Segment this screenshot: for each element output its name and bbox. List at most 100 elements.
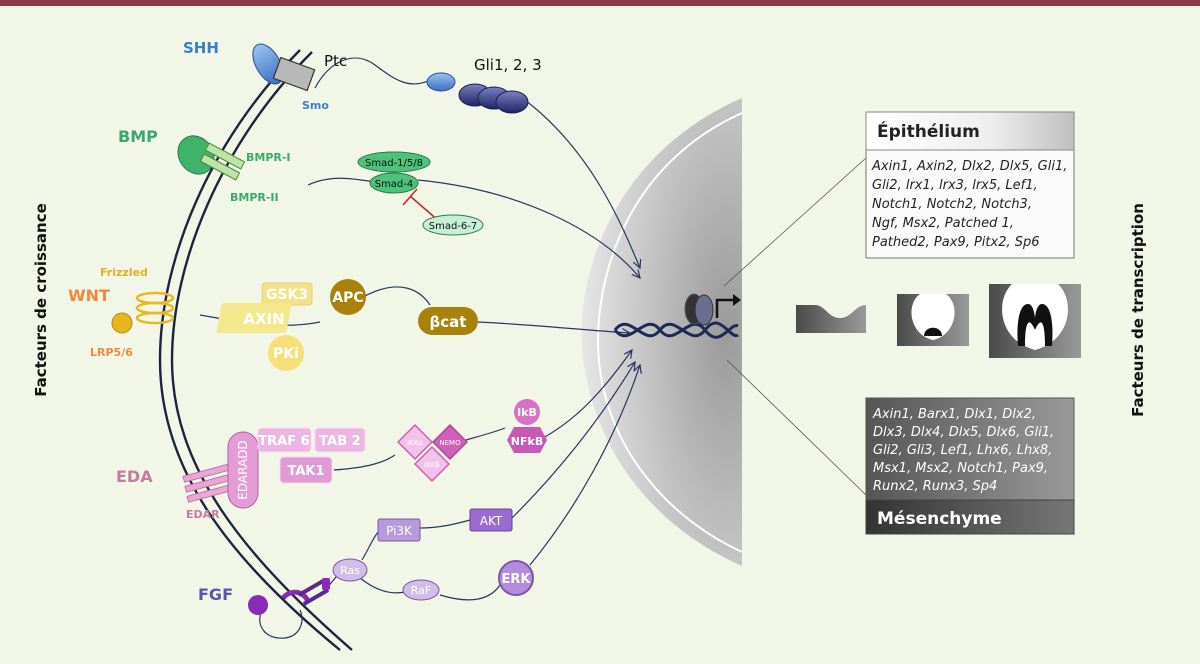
akt-label: AKT [480,514,503,528]
mesenchyme-gene-line: Gli2, Gli3, Lef1, Lhx6, Lhx8, [873,443,1052,458]
fgf-pathway: FGF Ras Pi3K AKT RaF ERK [198,508,534,615]
bmpr-1-label: BMPR-I [246,151,291,164]
smad-158-label: Smad-1/5/8 [365,158,423,169]
nfkb-label: NFkB [511,435,543,448]
bmpr-2-label: BMPR-II [230,191,279,204]
gli-protein-1 [426,72,456,92]
axin [216,303,292,333]
wnt-link-2 [364,286,431,306]
beta-catenin [418,307,478,335]
transcription-arrow-icon [733,294,741,306]
smo-label: Smo [302,99,329,112]
ptc-receptor [272,56,316,92]
epithelium-gene-line: Ngf, Msx2, Patched 1, [872,216,1014,231]
akt-arrow [511,362,635,519]
epithelium-gene-line: Axin1, Axin2, Dlx2, Dlx5, Gli1, [871,159,1067,174]
fgf-link-5 [439,584,501,601]
axin-label: AXIN [243,310,284,328]
wnt-ligand [111,312,133,334]
smad-4-label: Smad-4 [375,179,414,190]
transcription-factors-axis-label: Facteurs de transcription [1129,203,1147,417]
epithelium-title-bar [865,111,1075,151]
transcription-factor-2 [694,294,714,326]
shh-label: SHH [183,39,219,57]
epithelium-gene-line: Pathed2, Pax9, Pitx2, Sp6 [872,235,1040,250]
raf-label: RaF [411,584,431,597]
pki [268,335,304,371]
wnt-label: WNT [68,286,110,305]
tooth-stage-3 [989,284,1081,358]
wnt-pathway: Frizzled WNT LRP5/6 GSK3 AXIN APC PKi βc… [68,266,478,371]
bmp-pathway: BMP BMPR-I BMPR-II Smad-1/5/8 Smad-4 Sma… [118,127,484,236]
top-frame-bar [0,0,1200,6]
mesenchyme-connector [726,359,867,496]
epithelium-panel: Épithélium Axin1, Axin2, Dlx2, Dlx5, Gli… [865,111,1075,259]
epithelium-genes: Axin1, Axin2, Dlx2, Dlx5, Gli1, Gli2, lrx… [871,159,1067,250]
traf6-label: TRAF 6 [258,434,309,449]
pki-label: PKi [273,346,299,362]
gli-protein-4 [495,90,529,114]
fgf-receptor-bar-1 [297,579,325,597]
erk [498,560,534,596]
epithelium-gene-line: Notch1, Notch2, Notch3, [872,197,1032,212]
transcription-start-line [715,298,735,318]
frizzled-label: Frizzled [100,266,148,279]
eda-link-1 [333,454,396,471]
nemo [431,423,469,461]
mesenchyme-gene-line: Msx1, Msx2, Notch1, Pax9, [873,461,1048,476]
fgf-label: FGF [198,585,233,604]
wnt-arrow [477,321,630,333]
fgf-receptor-arc [281,589,311,604]
edaradd [227,431,259,509]
bmpr-2-receptor [199,153,241,181]
mesenchyme-gene-line: Dlx3, Dlx4, Dlx5, Dlx6, Gli1, [873,425,1054,440]
tab2 [314,427,366,453]
epithelium-connector [723,157,867,287]
epithelium-gene-line: Gli2, lrx1, lrx3, lrx5, Lef1, [872,178,1038,193]
edar-label: EDAR [186,508,220,521]
raf [402,579,440,601]
akt [469,508,513,532]
bmp-label: BMP [118,127,158,146]
mesenchyme-title: Mésenchyme [877,509,1002,529]
fgf-link-3 [419,519,471,529]
apc [330,279,366,315]
ikk-beta [413,445,451,483]
traf6 [257,427,312,453]
eda-label: EDA [116,467,153,486]
shh-pathway: SHH Ptc Smo Gli1, 2, 3 [183,39,542,114]
cell-membrane [158,49,353,651]
bmpr-1-receptor [204,142,246,170]
ikk-alpha [396,423,434,461]
gsk3-label: GSK3 [266,287,308,303]
fgf-ligand [248,595,268,615]
ras [332,558,368,582]
lrp-label: LRP5/6 [90,346,133,359]
smad-4 [369,172,419,194]
nfkb [507,427,547,453]
mesenchyme-gene-line: Axin1, Barx1, Dlx1, Dlx2, [872,407,1036,422]
edaradd-label: EDARADD [236,440,250,499]
pi3k [377,518,421,542]
ikk-alpha-label: IKKα [407,439,423,447]
beta-catenin-label: βcat [430,313,467,331]
smad-158 [357,151,431,173]
ptc-label: Ptc [324,52,347,70]
nemo-label: NEMO [439,439,461,447]
ras-label: Ras [340,564,360,577]
bmp-arrow [417,179,640,278]
ikb [514,399,540,425]
eda-arrow [542,350,632,439]
ikb-label: IkB [517,406,537,419]
tak1-label: TAK1 [287,464,324,479]
tooth-stage-2 [897,294,969,346]
dna-strand-2 [613,322,739,339]
pi3k-label: Pi3K [386,524,413,538]
eda-pathway: EDA EDAR EDARADD TRAF 6 TAB 2 TAK1 IKKα … [116,399,547,521]
dna-transcription-site [613,293,741,339]
fgf-receptor-head [322,578,330,590]
fgf-loop [259,609,303,639]
tab2-label: TAB 2 [319,434,360,449]
